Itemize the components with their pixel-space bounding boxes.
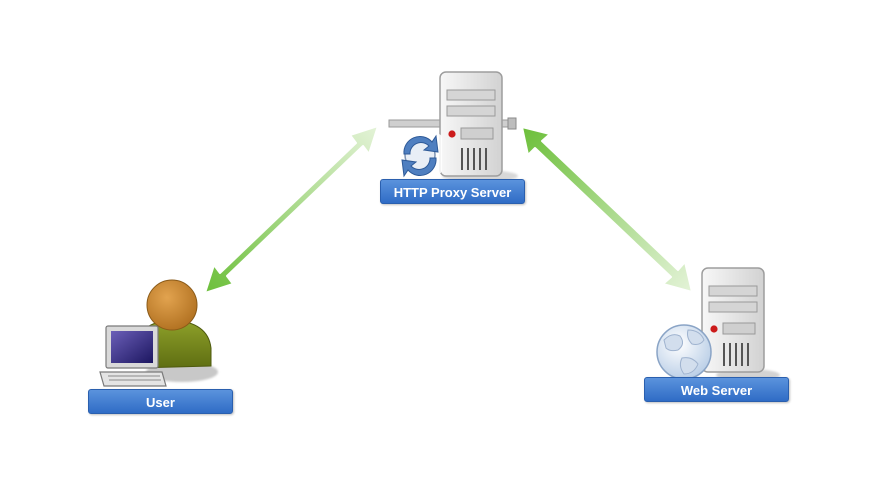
arrow-user-proxy bbox=[204, 125, 379, 294]
double-arrow-icon bbox=[521, 126, 693, 293]
proxy-server-node[interactable] bbox=[388, 71, 518, 182]
proxy-server-label[interactable]: HTTP Proxy Server bbox=[380, 179, 525, 204]
user-label[interactable]: User bbox=[88, 389, 233, 414]
arrow-proxy-web bbox=[521, 126, 693, 293]
server-icon bbox=[701, 267, 765, 373]
web-server-label[interactable]: Web Server bbox=[644, 377, 789, 402]
user-node[interactable] bbox=[99, 279, 218, 387]
refresh-icon bbox=[398, 134, 442, 178]
double-arrow-icon bbox=[204, 125, 379, 294]
web-server-node[interactable] bbox=[656, 267, 780, 381]
globe-icon bbox=[656, 324, 712, 380]
laptop-icon bbox=[99, 325, 167, 387]
server-icon bbox=[439, 71, 503, 177]
